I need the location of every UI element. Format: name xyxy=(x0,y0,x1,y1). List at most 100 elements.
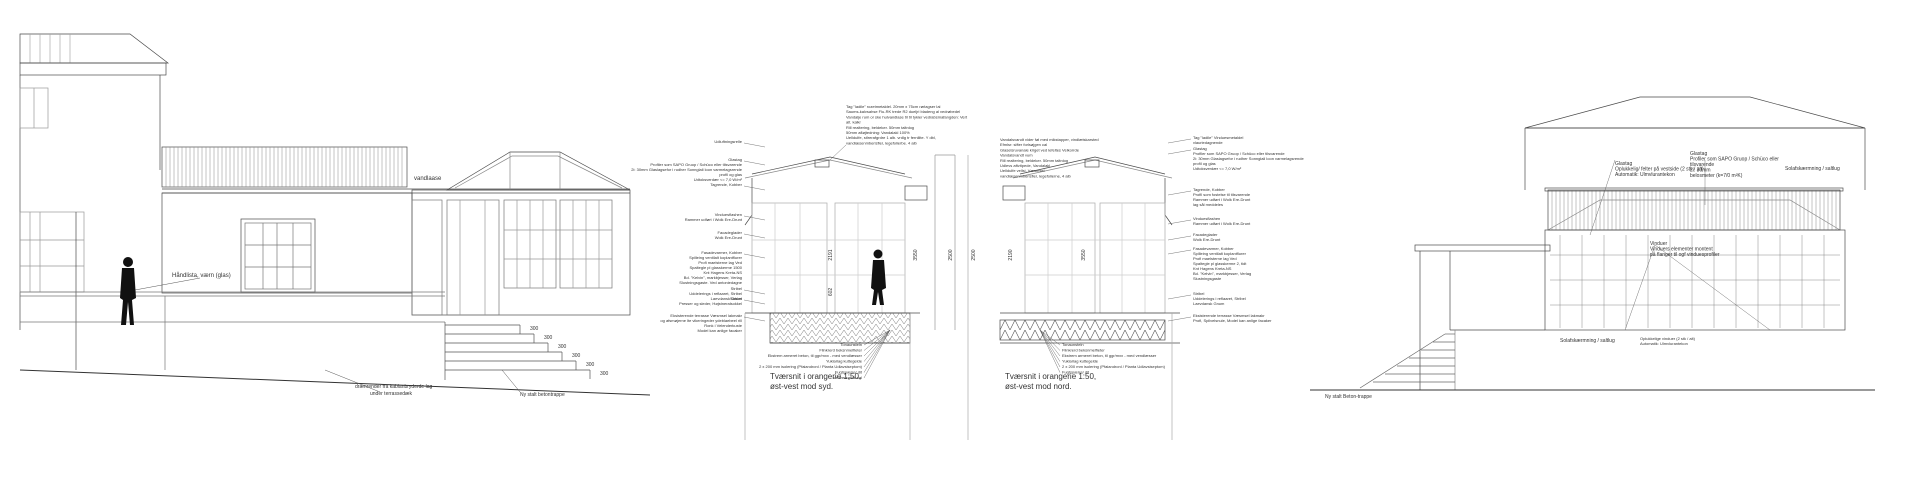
section-south xyxy=(744,154,956,440)
person-silhouette-section xyxy=(871,249,886,305)
north-left-note: Vandalsvandt vider føl med mikstapper, v… xyxy=(1000,137,1099,142)
label-draenrender: drænrender fra kablanbryderde lag xyxy=(355,384,432,390)
south-top-note: Rill realtering, beldeker. 50mm taltnlog xyxy=(846,125,914,130)
north-bottom-label: Flinkrerd beksnmelfieter xyxy=(1062,348,1105,353)
step-dim-3: 300 xyxy=(572,353,581,359)
north-bottom-label: Yuklarlag kuttegelde xyxy=(1062,359,1099,364)
step-dim-1: 300 xyxy=(544,335,553,341)
ground-line xyxy=(19,369,651,396)
orangerie-elevation xyxy=(411,151,631,316)
south-top-note: alt. kalkr xyxy=(846,120,862,125)
rear-building xyxy=(19,33,170,330)
left-elevation xyxy=(19,33,651,396)
south-dim: 2500 xyxy=(948,249,954,260)
label-haandlista: Håndlista, værn (glas) xyxy=(172,272,231,279)
label-solafskaermning-top: Solafskærmning / saltlug xyxy=(1785,166,1840,172)
label-vandlaase: vandlaase xyxy=(414,176,442,182)
north-bottom-label: 2 x 200 mm isolering (Pfaiandronl / Plan… xyxy=(1062,364,1166,369)
south-dim: 602 xyxy=(828,288,834,297)
north-left-note: Vandalsvandt vum xyxy=(1000,153,1033,158)
left-gate xyxy=(19,211,85,370)
north-dim: 2500 xyxy=(971,249,977,260)
north-bottom-label: Fugtspærre/ dit xyxy=(1062,370,1090,375)
south-top-notes: Tag "ladile" rozetmetaldel. 20mm x 75cm … xyxy=(829,104,968,161)
concrete-stairs xyxy=(444,322,591,380)
north-bottom-label: Tonaunstein xyxy=(1062,342,1084,347)
north-left-note: Rill realtering, beldeker. 50mm taltnlog xyxy=(1000,158,1068,163)
right-elevation xyxy=(1310,96,1875,391)
step-dim-2: 300 xyxy=(558,344,567,350)
south-top-note: Vandalje rum or ske hulvandlase til til … xyxy=(846,114,968,119)
south-bottom-label: 2 x 200 mm isolering (Pfaiandronl / Plan… xyxy=(759,364,863,369)
label-ny-stalt-beton-trappe: Ny stalt Beton-trappe xyxy=(1325,394,1372,400)
south-dim: 3550 xyxy=(913,249,919,260)
section-north xyxy=(967,155,1180,440)
north-dim: 2190 xyxy=(1008,249,1014,260)
step-dimensions: 300 300 300 300 300 300 xyxy=(530,326,609,377)
south-top-note: Tag "ladile" rozetmetaldel. 20mm x 75cm … xyxy=(846,104,941,109)
north-left-note: Udlevs aftvitpede, Vandalakl xyxy=(1000,163,1050,168)
south-bottom-label: Ekstrem armeret beton, til ggr/mxx - med… xyxy=(768,353,863,358)
north-left-note: vandlæsenmberisfler, legefolierne, 4 alb xyxy=(1000,173,1071,178)
upper-railing xyxy=(161,146,630,194)
label-oplukkelige-vinduer: Oplukkelige vinduer (2 stk / alt)Automat… xyxy=(1640,336,1696,346)
north-left-note: Efmlsr: sifter forlsøjgen cal xyxy=(1000,142,1047,147)
terrace-rail xyxy=(20,291,445,370)
south-dim: 2191 xyxy=(828,249,834,260)
step-dim-0: 300 xyxy=(530,326,539,332)
step-dim-5: 300 xyxy=(600,371,609,377)
south-bottom-label: Tonaunstein xyxy=(840,342,862,347)
label-under-terrassedaek: under terrassedæk xyxy=(370,391,412,397)
south-bottom-label: Fugtspærre/ dit xyxy=(835,370,863,375)
south-section-subtitle: øst-vest mod syd. xyxy=(770,382,833,391)
south-top-note: vandlæsenmberisfler, legefolierbe. 4 alb xyxy=(846,140,917,145)
label-solafskaermning-bottom: Solafskærmning / saltlug xyxy=(1560,338,1615,344)
north-left-note: Glaselsruvanale kriget ved lefeltes Velk… xyxy=(1000,147,1080,152)
south-bottom-label: Flinkrerd beksnmelfieter xyxy=(819,348,862,353)
south-top-note: 50mm afløjtedning: Vandalakl 100% xyxy=(846,130,910,135)
south-top-note: Uelldulfe, stlrerafgrdre 1 alb. vrdlg tr… xyxy=(846,135,936,140)
south-dimensions: 2191 3550 602 2500 xyxy=(828,249,954,296)
south-left-label: Tagrende, Kobber xyxy=(710,182,742,187)
north-left-notes: Vandalsvandt vider føl med mikstapper, v… xyxy=(1000,137,1099,178)
north-bottom-label: Ekstrem armeret beton, til ggr/mxx - med… xyxy=(1062,353,1157,358)
label-ny-stalt-betontrappe: Ny stalt betontrappe xyxy=(520,392,565,398)
north-dim: 3550 xyxy=(1081,249,1087,260)
south-bottom-label: Yuklarlag kuttegelde xyxy=(826,359,863,364)
north-dimensions: 2190 3550 2500 xyxy=(971,249,1087,260)
step-dim-4: 300 xyxy=(586,362,595,368)
north-left-note: Uelldulfe vellsi, Væsmsel xyxy=(1000,168,1045,173)
south-bottom-label: Vedeeurgunt nal xyxy=(833,375,862,380)
south-left-label: Udluftningsrelle xyxy=(714,139,742,144)
south-section-title: Tværsnit i orangerie 1:50, xyxy=(770,372,861,381)
main-window xyxy=(240,218,316,293)
north-section-title: Tværsnit i orangerie 1:50, xyxy=(1005,372,1096,381)
north-section-subtitle: øst-vest mod nord. xyxy=(1005,382,1072,391)
person-silhouette-left xyxy=(120,257,136,325)
south-top-note: Saums-kalvsahse Flu-RK trede R2 dueljri … xyxy=(846,109,960,114)
